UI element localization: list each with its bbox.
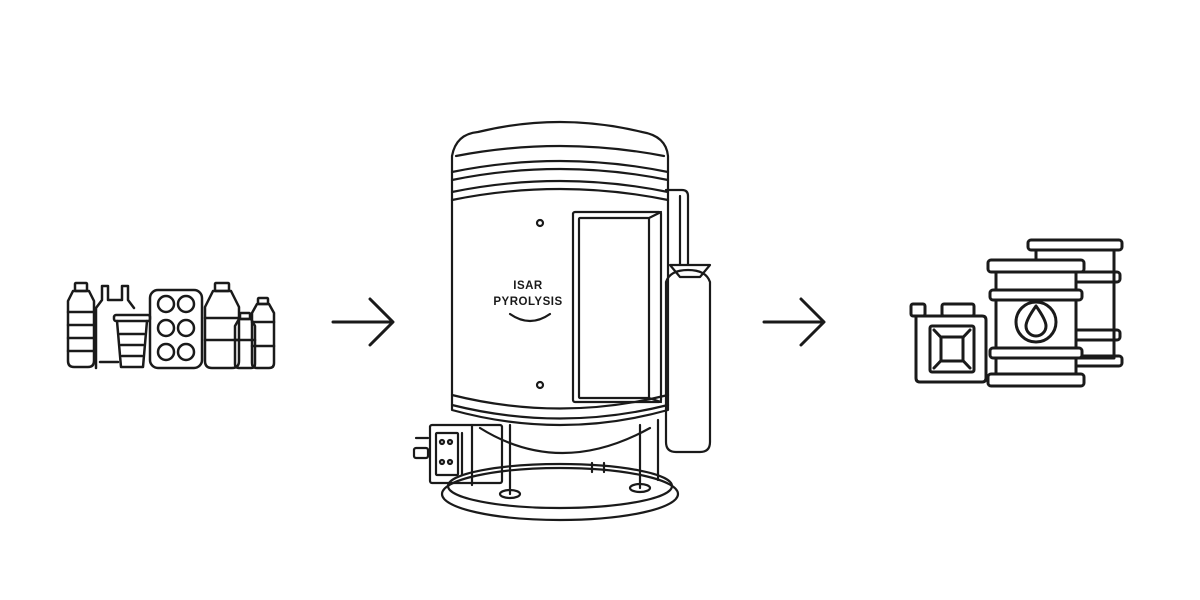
reactor-door bbox=[571, 210, 663, 404]
reactor-body bbox=[450, 198, 670, 427]
tall-bottle-icon bbox=[250, 296, 276, 370]
oil-barrel-icon bbox=[986, 258, 1086, 388]
jerry-can-icon bbox=[909, 302, 988, 384]
plastic-waste-icon bbox=[66, 281, 276, 370]
control-box bbox=[412, 423, 504, 485]
large-bottle-icon bbox=[203, 281, 241, 370]
fuel-products-icon bbox=[909, 238, 1124, 388]
reactor-label-line1: ISAR bbox=[513, 280, 543, 292]
six-pack-rings-icon bbox=[148, 288, 204, 370]
reactor-label: ISAR PYROLYSIS bbox=[488, 278, 568, 310]
cup-icon bbox=[112, 313, 152, 369]
oil-drop-icon bbox=[1024, 304, 1048, 338]
right-arrow-icon bbox=[762, 297, 826, 347]
reactor-base-ring bbox=[440, 466, 680, 522]
right-arrow-icon bbox=[331, 297, 395, 347]
gas-cylinder bbox=[664, 188, 712, 454]
plastic-bag-icon bbox=[94, 284, 136, 370]
reactor-dome bbox=[450, 120, 670, 174]
bottle-icon bbox=[66, 281, 96, 369]
pyrolysis-reactor-icon bbox=[412, 120, 712, 522]
reactor-label-line2: PYROLYSIS bbox=[493, 296, 563, 308]
